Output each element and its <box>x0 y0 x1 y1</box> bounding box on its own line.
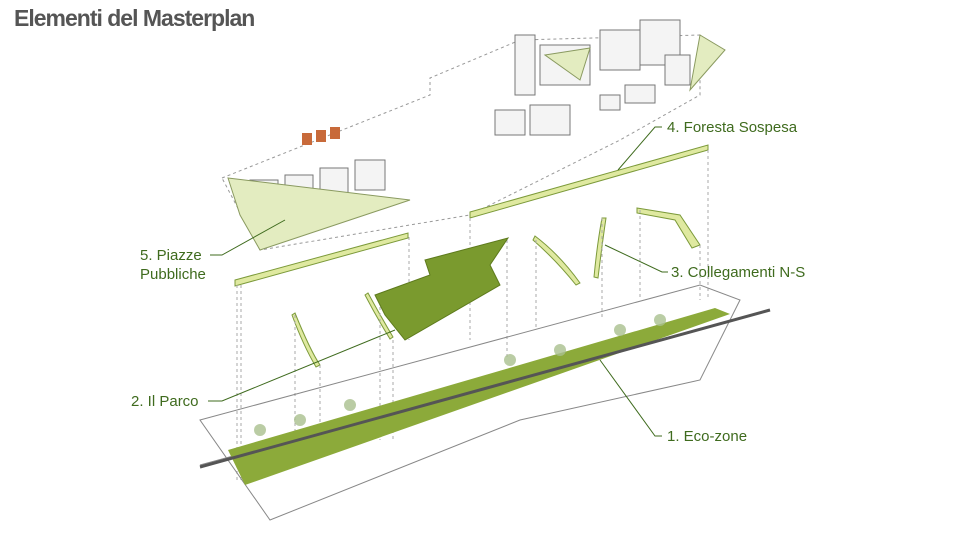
label-il-parco: 2. Il Parco <box>131 393 199 410</box>
label-eco-zone: 1. Eco-zone <box>667 428 748 445</box>
label-piazze-line2: Pubbliche <box>140 266 206 283</box>
buildings <box>249 19 691 211</box>
label-piazze-line1: 5. Piazze <box>140 247 202 264</box>
plaza-red-patches <box>302 127 340 145</box>
label-piazze-pubbliche: 5. Piazze Pubbliche <box>140 246 206 284</box>
collegamenti-n-s <box>291 207 701 368</box>
il-parco <box>374 237 510 341</box>
trees <box>254 314 666 436</box>
label-collegamenti: 3. Collegamenti N-S <box>671 264 806 281</box>
leader-lines <box>208 126 668 437</box>
eco-zone <box>228 308 730 485</box>
page-title: Elementi del Masterplan <box>14 5 255 31</box>
piazze-pubbliche <box>227 34 726 251</box>
railway <box>199 308 771 469</box>
label-foresta-sospesa: 4. Foresta Sospesa <box>667 119 798 136</box>
